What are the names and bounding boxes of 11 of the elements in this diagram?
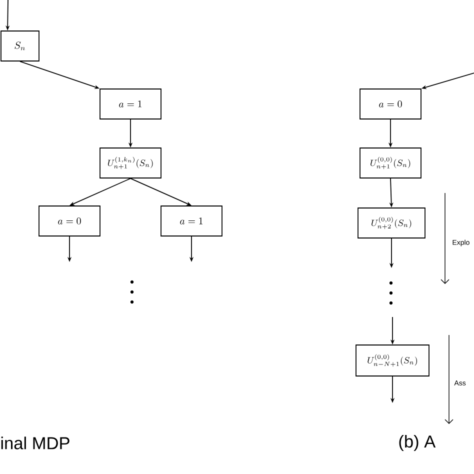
- caption: (b) A: [399, 434, 436, 452]
- state-box: $a = 1$: [160, 206, 222, 236]
- state-box: $U^{(0,0)}_{n-N+1}(S_n)$: [356, 344, 430, 376]
- state-box: $U^{(1,k_n)}_{n+1}(S_n)$: [100, 148, 162, 178]
- state-box: $S_n$: [0, 30, 40, 62]
- state-box: $a = 1$: [100, 88, 162, 120]
- state-box: $U^{(0,0)}_{n+2}(S_n)$: [358, 208, 426, 238]
- state-box: $a = 0$: [360, 88, 422, 120]
- caption: inal MDP: [1, 436, 70, 450]
- state-box: $a = 0$: [38, 206, 100, 236]
- state-box: $U^{(0,0)}_{n+1}(S_n)$: [360, 148, 422, 178]
